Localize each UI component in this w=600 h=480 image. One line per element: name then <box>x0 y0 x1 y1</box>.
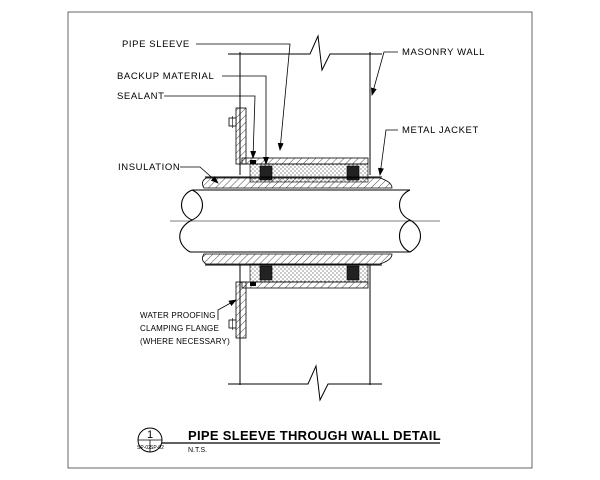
leader-flange <box>217 299 237 320</box>
leader-backup-material <box>222 75 269 165</box>
pipe <box>179 189 422 253</box>
leader-metal-jacket <box>377 129 398 176</box>
leader-masonry-wall <box>370 51 398 96</box>
detail-scale: N.T.S. <box>188 447 207 454</box>
label-flange-line2: CLAMPING FLANGE <box>140 324 219 333</box>
insulation-lower <box>202 253 393 265</box>
insulation-upper <box>202 177 393 189</box>
masonry-wall <box>228 34 382 402</box>
pipe-sleeve-lower <box>241 281 369 289</box>
sheet-ref-right: SP-02 <box>150 445 164 451</box>
label-metal-jacket: METAL JACKET <box>402 125 479 136</box>
leader-pipe-sleeve <box>196 43 291 151</box>
pipe-sleeve-upper <box>241 157 369 165</box>
label-flange-line1: WATER PROOFING <box>140 311 216 320</box>
detail-title: PIPE SLEEVE THROUGH WALL DETAIL <box>188 428 441 443</box>
detail-number: 1 <box>147 429 153 441</box>
metal-jacket <box>205 176 382 266</box>
wall-top-break-line <box>228 34 382 72</box>
title-block: 1 SP-02 SP-02 PIPE SLEEVE THROUGH WALL D… <box>137 427 441 454</box>
drawing-border <box>67 11 533 469</box>
leader-lines <box>164 43 398 320</box>
label-pipe-sleeve: PIPE SLEEVE <box>122 39 190 50</box>
label-insulation: INSULATION <box>118 162 180 173</box>
label-backup-material: BACKUP MATERIAL <box>117 71 214 82</box>
leader-insulation <box>180 166 219 184</box>
wall-bottom-break-line <box>228 364 382 402</box>
label-flange-line3: (WHERE NECESSARY) <box>140 337 230 346</box>
label-sealant: SEALANT <box>117 91 165 102</box>
leader-sealant <box>164 95 257 159</box>
sheet-ref-left: SP-02 <box>137 445 151 451</box>
sealant-bead <box>250 160 256 286</box>
water-proofing-flange <box>228 107 247 339</box>
label-masonry-wall: MASONRY WALL <box>402 47 485 58</box>
